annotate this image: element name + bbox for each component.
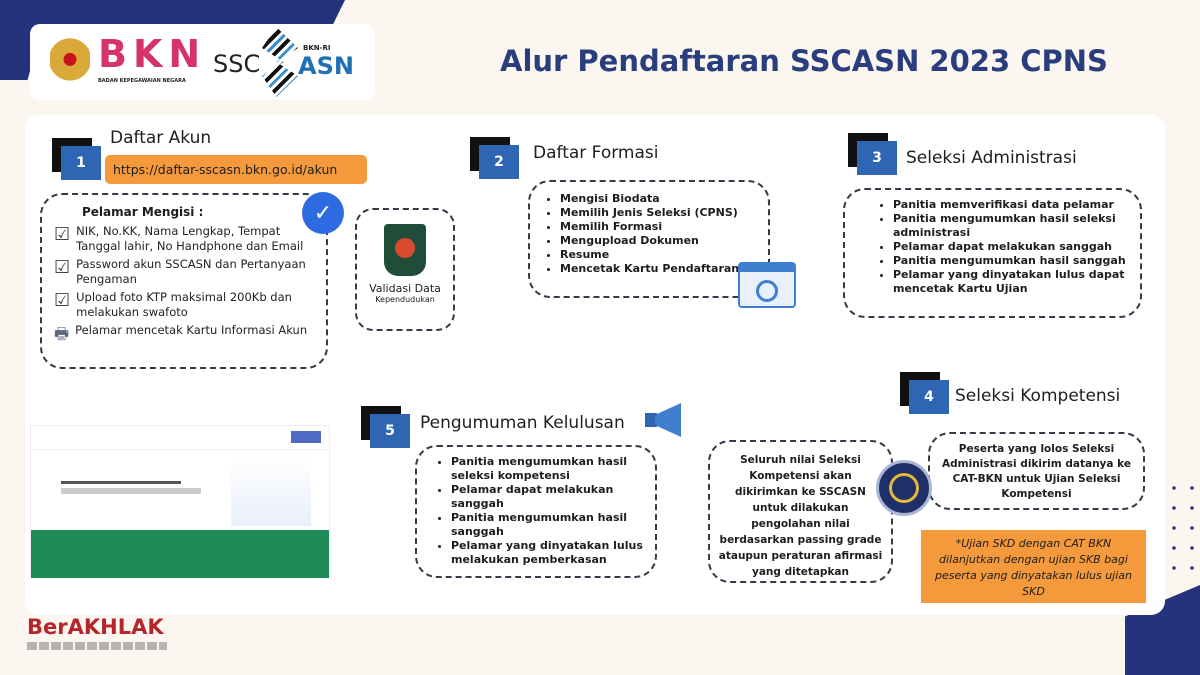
dukcapil-emblem-icon [384, 224, 426, 276]
checklist-item: ☑Password akun SSCASN dan Pertanyaan Pen… [54, 257, 306, 286]
list-item: Pelamar yang dinyatakan lulus melakukan … [451, 539, 645, 567]
megaphone-icon [645, 403, 685, 439]
id-card-icon [738, 262, 796, 308]
verified-check-icon: ✓ [302, 192, 344, 234]
registration-url-link[interactable]: https://daftar-sscasn.bkn.go.id/akun [105, 155, 367, 184]
sscasn-logo-mark-icon [262, 27, 298, 97]
sscasn-logo-tag: BKN-RI [303, 44, 331, 52]
list-item: Panitia mengumumkan hasil sanggah [451, 511, 645, 539]
validation-label: Validasi Data [369, 282, 441, 295]
step-2-box: Mengisi Biodata Memilih Jenis Seleksi (C… [528, 180, 770, 298]
sscasn-website-screenshot [30, 425, 330, 578]
list-item: Mencetak Kartu Pendaftaran [560, 262, 758, 276]
dot-pattern [1165, 478, 1200, 578]
print-item: 🖶Pelamar mencetak Kartu Informasi Akun [54, 323, 316, 350]
page-title: Alur Pendaftaran SSCASN 2023 CPNS [500, 44, 1108, 78]
validation-box: Validasi Data Kependudukan [355, 208, 455, 331]
printer-icon: 🖶 [54, 324, 70, 343]
step-3-badge: 3 [848, 133, 900, 177]
step-4-left-text: Seluruh nilai Seleksi Kompetensi akan di… [718, 454, 883, 578]
list-item: Mengupload Dokumen [560, 234, 758, 248]
checkbox-icon: ☑ [54, 257, 71, 278]
list-item: Memilih Formasi [560, 220, 758, 234]
sscasn-logo-left: SSC [213, 50, 261, 78]
step-4-right-text: Peserta yang lolos Seleksi Administrasi … [942, 443, 1131, 500]
step-1-box-heading: Pelamar Mengisi : [82, 205, 204, 219]
sscasn-logo-right: ASN [298, 52, 354, 80]
step-4-left-box: Seluruh nilai Seleksi Kompetensi akan di… [708, 440, 893, 583]
step-4-right-box: Peserta yang lolos Seleksi Administrasi … [928, 432, 1145, 510]
step-5-badge: 5 [361, 406, 413, 450]
step-2-list: Mengisi Biodata Memilih Jenis Seleksi (C… [542, 192, 758, 276]
step-4-badge: 4 [900, 372, 952, 416]
list-item: Panitia mengumumkan hasil seleksi kompet… [451, 455, 645, 483]
list-item: Panitia memverifikasi data pelamar [893, 198, 1130, 212]
list-item: Pelamar dapat melakukan sanggah [451, 483, 645, 511]
step-1-badge: 1 [52, 138, 104, 182]
bkn-logo-subtext: BADAN KEPEGAWAIAN NEGARA [98, 78, 186, 84]
step-5-box: Panitia mengumumkan hasil seleksi kompet… [415, 445, 657, 578]
list-item: Resume [560, 248, 758, 262]
step-2-badge: 2 [470, 137, 522, 181]
bkn-logo-text: BKN [98, 32, 207, 76]
cat-bkn-seal-icon [876, 460, 932, 516]
step-1-title: Daftar Akun [110, 128, 212, 148]
logo-panel: BKN BADAN KEPEGAWAIAN NEGARA SSC BKN-RI … [30, 24, 375, 100]
step-5-list: Panitia mengumumkan hasil seleksi kompet… [433, 455, 645, 567]
checklist-item: ☑NIK, No.KK, Nama Lengkap, Tempat Tangga… [54, 224, 304, 253]
list-item: Pelamar yang dinyatakan lulus dapat menc… [893, 268, 1130, 296]
step-4-title: Seleksi Kompetensi [955, 386, 1121, 406]
step-2-title: Daftar Formasi [533, 143, 659, 163]
berakhlak-tagline-graphic [27, 642, 167, 650]
validation-sublabel: Kependudukan [375, 295, 435, 304]
skd-note: *Ujian SKD dengan CAT BKN dilanjutkan de… [921, 530, 1146, 603]
step-3-list: Panitia memverifikasi data pelamar Panit… [875, 198, 1130, 296]
list-item: Mengisi Biodata [560, 192, 758, 206]
list-item: Memilih Jenis Seleksi (CPNS) [560, 206, 758, 220]
step-5-title: Pengumuman Kelulusan [420, 413, 625, 433]
list-item: Panitia mengumumkan hasil seleksi admini… [893, 212, 1130, 240]
step-3-title: Seleksi Administrasi [906, 148, 1077, 168]
list-item: Pelamar dapat melakukan sanggah [893, 240, 1130, 254]
skd-note-text: *Ujian SKD dengan CAT BKN dilanjutkan de… [935, 537, 1132, 598]
checkbox-icon: ☑ [54, 224, 71, 245]
garuda-emblem-icon [50, 36, 90, 88]
checkbox-icon: ☑ [54, 290, 71, 311]
step-3-box: Panitia memverifikasi data pelamar Panit… [843, 188, 1142, 318]
berakhlak-logo: BerAKHLAK [27, 615, 164, 639]
step-1-box: Pelamar Mengisi : ☑NIK, No.KK, Nama Leng… [40, 193, 328, 369]
checklist-item: ☑Upload foto KTP maksimal 200Kb dan mela… [54, 290, 292, 319]
list-item: Panitia mengumumkan hasil sanggah [893, 254, 1130, 268]
